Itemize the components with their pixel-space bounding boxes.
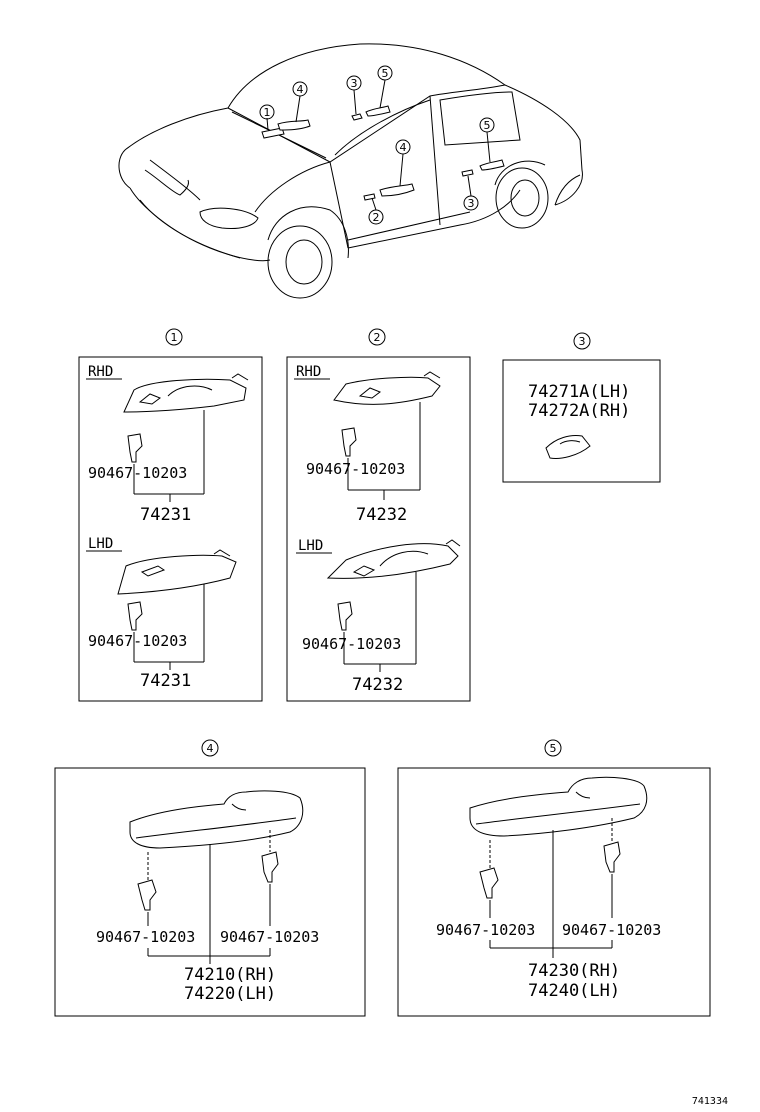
panel-1-lhd-clip-icon [127,601,143,631]
car-callout-2: 2 [373,211,380,224]
panel-1-rhd-clip-icon [127,433,143,463]
panel-4-clip-right-icon [261,851,279,883]
car-callout-4b: 4 [400,141,407,154]
panel-2-lhd-part-number: 74232 [352,675,403,695]
panel-1-lhd-part-number: 74231 [140,671,191,691]
panel-2-rhd-clip-icon [341,427,357,457]
panel-3-lamp [545,435,591,459]
panel-2-lhd-clip-number: 90467-10203 [302,635,401,653]
car-callout-3a: 3 [351,77,358,90]
panel-5-callout: 5 [550,742,557,755]
panel-2: 2 RHD 90467-10203 74232 LHD 90467-10203 … [286,328,471,702]
car-callout-3b: 3 [468,197,475,210]
car-callouts: 1 4 3 5 4 2 3 5 [259,65,495,225]
panel-2-lhd-clip-icon [337,601,353,631]
panel-4-frame [54,767,366,1017]
panel-3: 3 74271A(LH) 74272A(RH) [502,332,661,483]
panel-4-clip-left-icon [137,879,157,911]
panel-1-callout: 1 [171,331,178,344]
car-illustration [118,43,583,299]
panel-5-clip-left-icon [479,867,499,899]
panel-5-clip-right-icon [603,841,621,873]
panel-1: 1 RHD 90467-10203 74231 LHD 90467-10203 [78,328,263,702]
panel-1-lhd-label: LHD [88,536,113,552]
car-callout-1: 1 [264,106,271,119]
panel-5-clip-right-number: 90467-10203 [562,921,661,939]
panel-1-rhd-clip-number: 90467-10203 [88,464,187,482]
panel-2-callout: 2 [374,331,381,344]
diagram-id: 741334 [692,1096,728,1107]
panel-2-lhd-lamp [326,543,459,579]
panel-5-part-lh: 74240(LH) [528,981,620,1001]
panel-5-clip-left-number: 90467-10203 [436,921,535,939]
panel-1-rhd-label: RHD [88,364,113,380]
panel-1-rhd-part-number: 74231 [140,505,191,525]
panel-3-part-rh: 74272A(RH) [528,401,630,421]
panel-5-part-rh: 74230(RH) [528,961,620,981]
panel-2-lhd-label: LHD [298,538,323,554]
panel-3-frame [502,359,661,483]
panel-2-rhd-clip-number: 90467-10203 [306,460,405,478]
panel-1-rhd-lamp [123,378,247,413]
panel-5-frame [397,767,711,1017]
car-callout-5a: 5 [382,67,389,80]
panel-5-assist-grip [469,776,648,837]
panel-4-clip-left-number: 90467-10203 [96,928,195,946]
panel-5: 5 90467-10203 90467-10203 74230(RH) 7424… [397,739,711,1017]
panel-3-part-lh: 74271A(LH) [528,382,630,402]
panel-2-rhd-part-number: 74232 [356,505,407,525]
panel-4-assist-grip [129,790,304,849]
panel-1-lhd-clip-number: 90467-10203 [88,632,187,650]
panel-3-callout: 3 [579,335,586,348]
car-callout-4a: 4 [297,83,304,96]
panel-2-rhd-lamp [333,376,441,405]
panel-4-part-rh: 74210(RH) [184,965,276,985]
panel-2-frame [286,356,471,702]
panel-4-part-lh: 74220(LH) [184,984,276,1004]
panel-4: 4 90467-10203 90467-10203 74210(RH) 7422… [54,739,366,1017]
panel-4-callout: 4 [207,742,214,755]
car-callout-5b: 5 [484,119,491,132]
panel-1-lhd-lamp [117,554,237,595]
panel-2-rhd-label: RHD [296,364,321,380]
panel-4-clip-right-number: 90467-10203 [220,928,319,946]
panel-1-frame [78,356,263,702]
